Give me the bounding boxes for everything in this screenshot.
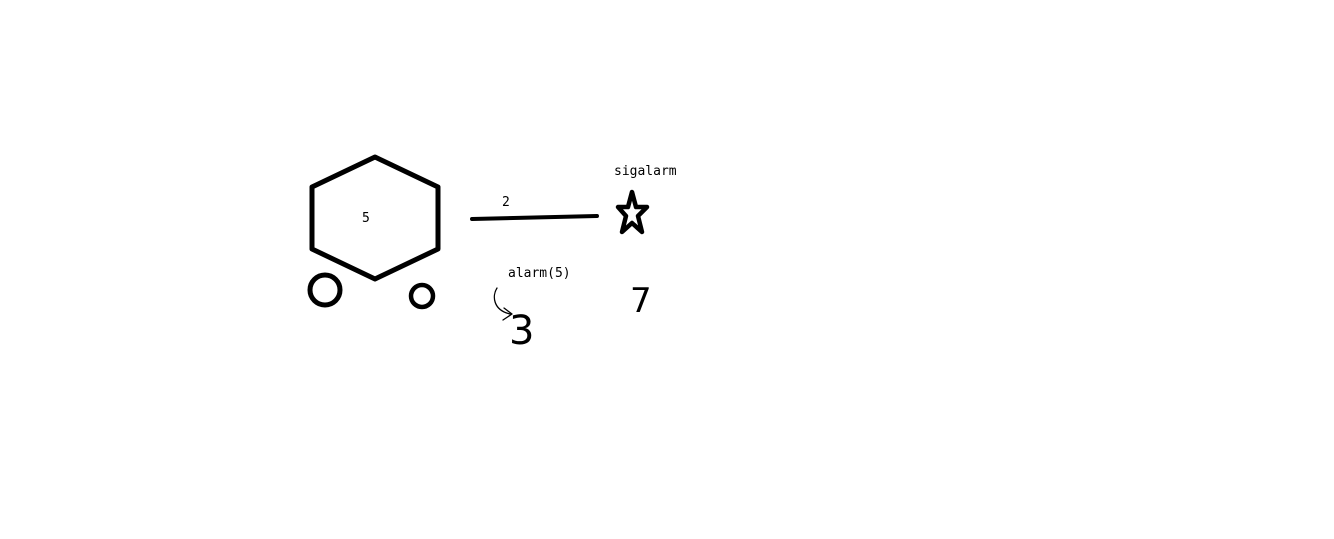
- curved-arrow-icon: [493, 287, 513, 321]
- line-label: 2: [502, 195, 510, 210]
- left-wheel-circle: [307, 272, 343, 308]
- right-wheel-circle: [408, 282, 436, 310]
- hexagon-shape: [309, 154, 441, 282]
- handwritten-digit-right: 7: [630, 281, 652, 321]
- star-label: sigalarm: [614, 164, 677, 179]
- hexagon-label: 5: [362, 211, 370, 226]
- handwritten-digit-left: 3: [509, 308, 534, 354]
- timeline-line: [470, 214, 599, 221]
- star-icon: [615, 189, 650, 235]
- alarm-call-label: alarm(5): [508, 266, 571, 281]
